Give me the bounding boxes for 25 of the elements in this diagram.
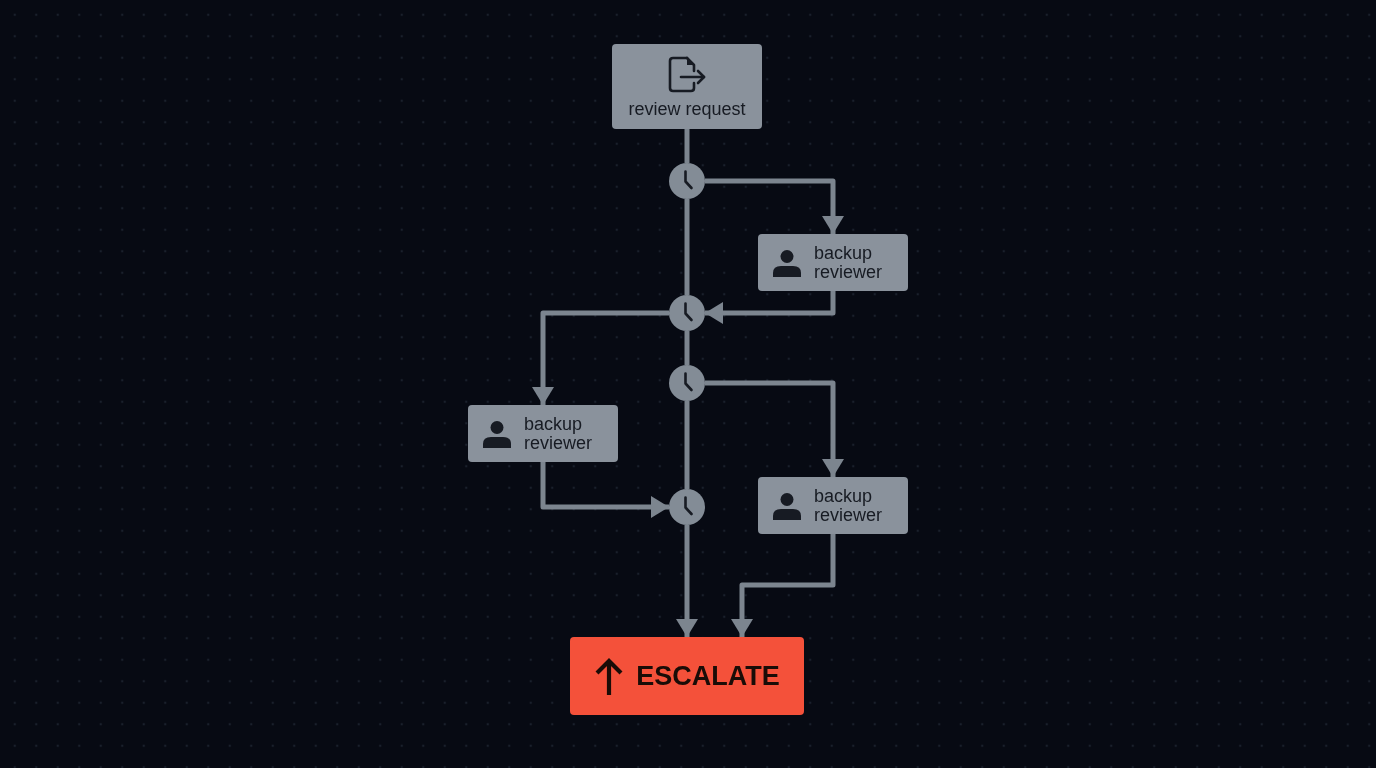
node-label: ESCALATE (636, 660, 780, 692)
process-box (612, 44, 762, 129)
arrow (676, 525, 698, 637)
arrow (705, 178, 844, 234)
connector-line (684, 331, 690, 365)
connector-line (684, 401, 690, 489)
arrow (705, 380, 844, 477)
alert-box (570, 637, 804, 715)
connector-line (684, 129, 690, 163)
clock-icon (669, 489, 705, 525)
connector-line (684, 199, 690, 295)
node-label: review request (628, 100, 746, 119)
node-label: backup reviewer (814, 243, 884, 282)
node-label: backup reviewer (814, 486, 884, 525)
clock-icon (669, 295, 705, 331)
clock-icon (669, 365, 705, 401)
arrow (532, 310, 669, 405)
process-box (758, 477, 908, 534)
node-label: backup reviewer (524, 414, 594, 453)
clock-icon (669, 163, 705, 199)
arrow (705, 291, 836, 324)
process-box (468, 405, 618, 462)
process-box (758, 234, 908, 291)
arrow (731, 534, 836, 637)
arrow (540, 462, 669, 518)
